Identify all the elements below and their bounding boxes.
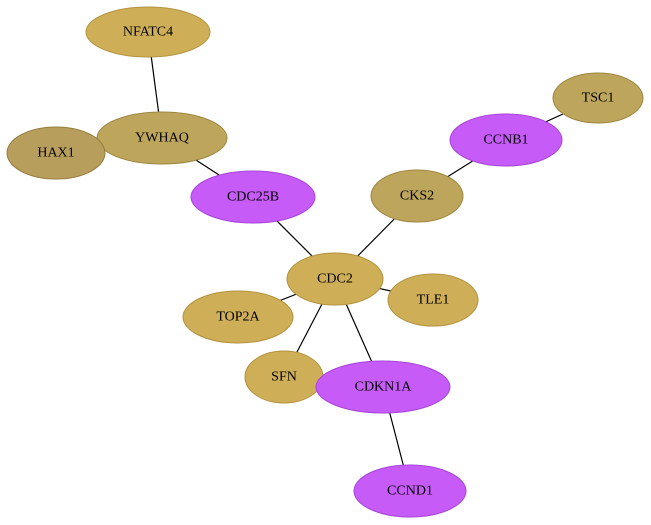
node-cdc2[interactable]: CDC2 bbox=[286, 252, 384, 306]
node-tsc1[interactable]: TSC1 bbox=[552, 72, 644, 124]
node-shape-tsc1[interactable] bbox=[552, 72, 644, 124]
node-label-ccnd1: CCND1 bbox=[387, 484, 433, 499]
node-label-cdkn1a: CDKN1A bbox=[355, 380, 413, 395]
node-label-nfatc4: NFATC4 bbox=[123, 25, 173, 40]
node-label-tsc1: TSC1 bbox=[582, 91, 615, 106]
node-shape-cdc25b[interactable] bbox=[190, 170, 316, 224]
node-ccnd1[interactable]: CCND1 bbox=[353, 464, 467, 518]
node-shape-ccnd1[interactable] bbox=[353, 464, 467, 518]
node-shape-cks2[interactable] bbox=[370, 169, 464, 223]
node-label-hax1: HAX1 bbox=[37, 146, 74, 161]
node-sfn[interactable]: SFN bbox=[244, 350, 324, 404]
node-shape-top2a[interactable] bbox=[182, 290, 294, 344]
node-shape-ccnb1[interactable] bbox=[449, 113, 563, 167]
node-shape-ywhaq[interactable] bbox=[96, 111, 228, 165]
node-cks2[interactable]: CKS2 bbox=[370, 169, 464, 223]
node-label-cdc2: CDC2 bbox=[317, 272, 353, 287]
node-shape-tle1[interactable] bbox=[387, 273, 479, 327]
node-label-cdc25b: CDC25B bbox=[227, 190, 279, 205]
node-label-sfn: SFN bbox=[271, 370, 297, 385]
node-cdc25b[interactable]: CDC25B bbox=[190, 170, 316, 224]
node-ywhaq[interactable]: YWHAQ bbox=[96, 111, 228, 165]
node-label-cks2: CKS2 bbox=[400, 189, 434, 204]
node-top2a[interactable]: TOP2A bbox=[182, 290, 294, 344]
node-label-ywhaq: YWHAQ bbox=[135, 131, 189, 146]
node-tle1[interactable]: TLE1 bbox=[387, 273, 479, 327]
node-label-tle1: TLE1 bbox=[417, 293, 450, 308]
node-label-ccnb1: CCNB1 bbox=[483, 133, 528, 148]
node-hax1[interactable]: HAX1 bbox=[6, 126, 106, 180]
node-shape-cdc2[interactable] bbox=[286, 252, 384, 306]
node-cdkn1a[interactable]: CDKN1A bbox=[315, 360, 451, 414]
node-shape-hax1[interactable] bbox=[6, 126, 106, 180]
node-ccnb1[interactable]: CCNB1 bbox=[449, 113, 563, 167]
node-shape-nfatc4[interactable] bbox=[85, 6, 211, 58]
node-shape-cdkn1a[interactable] bbox=[315, 360, 451, 414]
node-label-top2a: TOP2A bbox=[216, 310, 260, 325]
node-nfatc4[interactable]: NFATC4 bbox=[85, 6, 211, 58]
